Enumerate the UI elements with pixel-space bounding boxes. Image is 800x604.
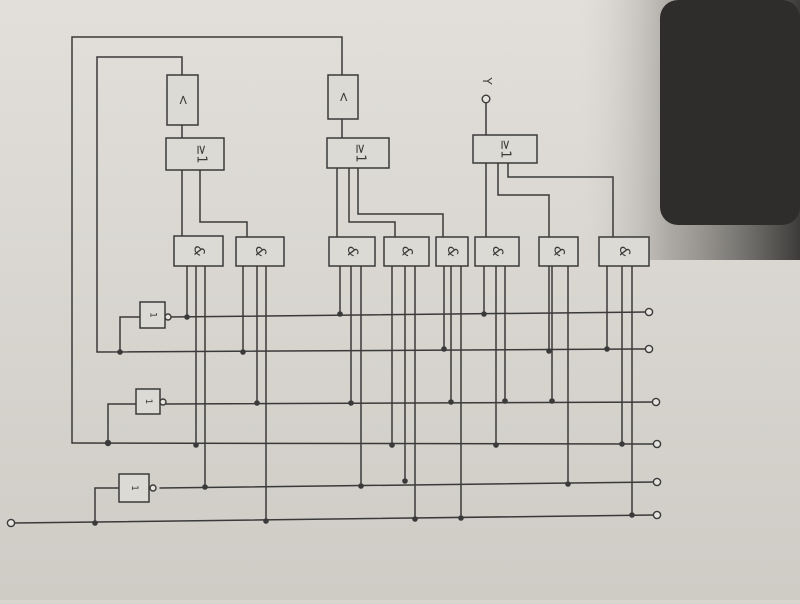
or-gate-1: ≥1 [165, 137, 225, 171]
flip-flop-2: < [327, 74, 359, 120]
and-gate-4: & [383, 236, 430, 267]
or-gate-1-label: ≥1 [194, 144, 209, 163]
and-gate-3: & [328, 236, 376, 267]
not-gate-2: 1 [135, 388, 167, 415]
not-gate-3-label: 1 [129, 485, 139, 491]
input-terminals [6, 307, 662, 528]
or-gate-3: ≥1 [472, 134, 538, 164]
and-gate-6-label: & [489, 246, 505, 257]
and-gate-8-label: & [616, 246, 632, 257]
or-gate-3-label: ≥1 [498, 139, 513, 158]
and-gate-5-label: & [444, 246, 460, 257]
and-gate-7: & [538, 236, 579, 267]
and-gate-5: & [435, 236, 469, 267]
junctions [92, 311, 635, 526]
photo-shadow [580, 0, 800, 260]
not-gate-1-label: 1 [148, 312, 158, 318]
and-gate-4-label: & [399, 246, 415, 257]
flip-flop-1: < [166, 74, 199, 126]
and-gate-1-label: & [191, 246, 207, 257]
wires [13, 36, 655, 524]
and-gate-3-label: & [344, 246, 360, 257]
or-gate-2: ≥1 [326, 137, 390, 169]
and-gate-6: & [474, 236, 520, 267]
not-gate-3: 1 [118, 473, 157, 503]
output-y-label: Y [480, 76, 494, 85]
flip-flop-2-label: < [336, 92, 351, 103]
not-gate-1: 1 [139, 301, 172, 329]
and-gate-2-label: & [252, 246, 268, 257]
or-gate-2-label: ≥1 [353, 143, 368, 162]
and-gate-1: & [173, 235, 224, 267]
flip-flop-1-label: < [175, 95, 190, 106]
and-gate-7-label: & [551, 246, 567, 257]
and-gate-8: & [598, 236, 650, 267]
not-gate-2-label: 1 [143, 399, 153, 405]
output-y: Y [480, 76, 494, 104]
and-gate-2: & [235, 236, 285, 267]
